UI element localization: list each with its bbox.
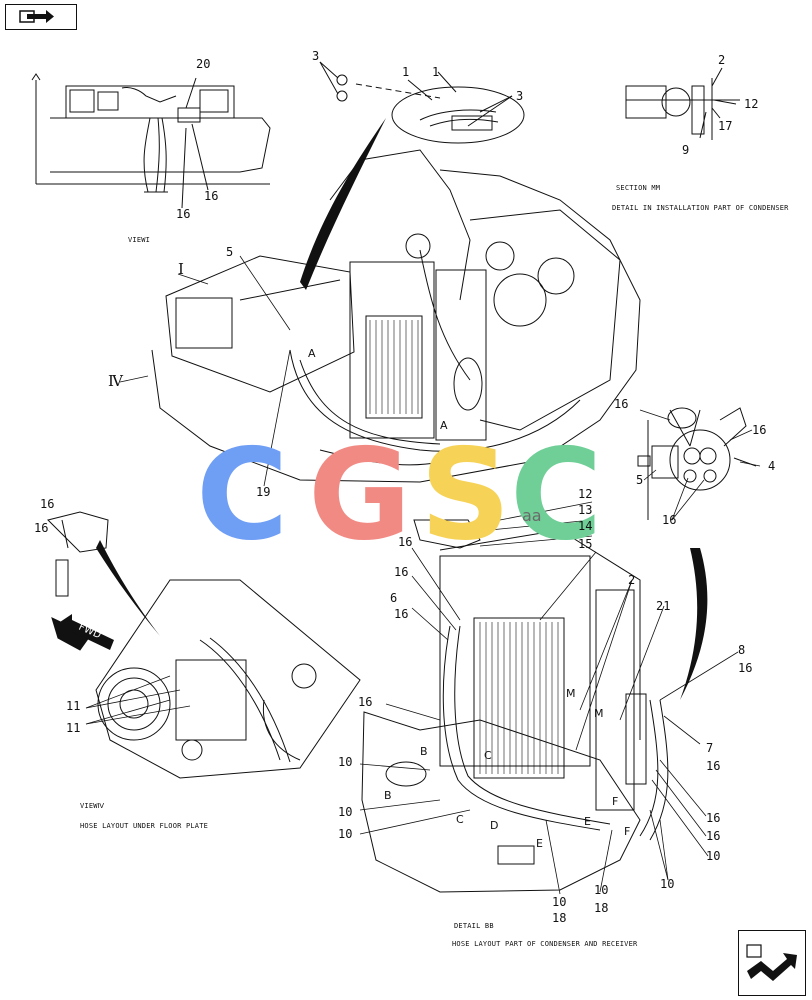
- connection-letter-c: C: [484, 749, 492, 762]
- callout-10: 10: [594, 883, 609, 897]
- section-mm-caption: SECTION MM: [616, 184, 661, 192]
- watermark-suffix: aa: [522, 506, 542, 525]
- callout-21: 21: [656, 599, 671, 613]
- watermark-letter-g: G: [308, 421, 412, 568]
- callout-12: 12: [744, 97, 759, 111]
- callout-16: 16: [752, 423, 767, 437]
- view-iv-marker: Ⅳ: [108, 372, 123, 390]
- callout-11: 11: [66, 721, 81, 735]
- callout-16: 16: [662, 513, 677, 527]
- connection-letter-a: A: [308, 347, 316, 360]
- connection-letter-b: B: [384, 789, 392, 802]
- sweep-mark: [300, 118, 386, 290]
- callout-16: 16: [176, 207, 191, 221]
- callout-10: 10: [706, 849, 721, 863]
- callout-10: 10: [660, 877, 675, 891]
- book-arrow-icon: [19, 10, 54, 23]
- callout-11: 11: [66, 699, 81, 713]
- watermark-letter-c: C: [196, 421, 289, 568]
- callout-9: 9: [682, 143, 690, 157]
- callout-6: 6: [390, 591, 398, 605]
- callout-5: 5: [636, 473, 644, 487]
- callout-3: 3: [312, 49, 320, 63]
- callout-4: 4: [768, 459, 776, 473]
- callout-16: 16: [706, 811, 721, 825]
- connection-letter-f: F: [624, 825, 631, 838]
- callout-10: 10: [338, 755, 353, 769]
- callout-10: 10: [552, 895, 567, 909]
- callout-2: 2: [628, 573, 636, 587]
- callout-15: 15: [578, 537, 593, 551]
- callout-8: 8: [738, 643, 746, 657]
- top-nav-button[interactable]: [5, 4, 77, 30]
- callout-18: 18: [594, 901, 609, 915]
- valve-detail-illustration: [637, 407, 757, 520]
- detail-bb-desc: HOSE LAYOUT PART OF CONDENSER AND RECEIV…: [452, 940, 638, 948]
- callout-16: 16: [398, 535, 413, 549]
- view-i-marker: I: [178, 260, 184, 278]
- callout-16: 16: [394, 565, 409, 579]
- callout-14: 14: [578, 519, 593, 533]
- callout-16: 16: [614, 397, 629, 411]
- detail-bb-caption: DETAIL BB: [454, 922, 494, 930]
- connection-letter-f: F: [612, 795, 619, 808]
- view-iv-caption: VIEWⅣ: [80, 802, 105, 810]
- connection-letter-e: E: [584, 815, 591, 828]
- detail-bb-illustration: [361, 519, 669, 893]
- connection-letter-e: E: [536, 837, 543, 850]
- main-assembly-illustration: [151, 149, 641, 483]
- callout-13: 13: [578, 503, 593, 517]
- connection-letter-m: M: [594, 707, 604, 720]
- callout-16: 16: [40, 497, 55, 511]
- callout-10: 10: [338, 805, 353, 819]
- pipe-clamp-detail: [319, 61, 525, 144]
- callout-10: 10: [338, 827, 353, 841]
- connection-letter-d: D: [490, 819, 499, 832]
- view-i-caption: VIEWI: [128, 236, 151, 244]
- connection-letter-b: B: [420, 745, 428, 758]
- callout-18: 18: [552, 911, 567, 925]
- callout-2: 2: [718, 53, 726, 67]
- next-page-arrow-icon: [746, 944, 797, 981]
- section-mm-desc: DETAIL IN INSTALLATION PART OF CONDENSER: [612, 204, 789, 212]
- connection-letter-c: C: [456, 813, 464, 826]
- leader-lines: [85, 255, 761, 895]
- watermark-letter-c2: C: [510, 421, 603, 568]
- callout-16: 16: [358, 695, 373, 709]
- callout-1: 1: [432, 65, 440, 79]
- callout-12: 12: [578, 487, 593, 501]
- callout-16: 16: [394, 607, 409, 621]
- callout-20: 20: [196, 57, 211, 71]
- callout-16: 16: [706, 829, 721, 843]
- next-page-button[interactable]: [738, 930, 806, 996]
- connection-letter-m: M: [566, 687, 576, 700]
- view-iv-desc: HOSE LAYOUT UNDER FLOOR PLATE: [80, 822, 209, 830]
- callout-16: 16: [738, 661, 753, 675]
- view-i-illustration: [31, 73, 271, 209]
- watermark-letter-s: S: [420, 421, 511, 568]
- connection-letter-a: A: [440, 419, 448, 432]
- callout-16: 16: [34, 521, 49, 535]
- callout-17: 17: [718, 119, 733, 133]
- callout-19: 19: [256, 485, 271, 499]
- callout-16: 16: [706, 759, 721, 773]
- section-mm-illustration: [625, 67, 740, 140]
- callout-5: 5: [226, 245, 234, 259]
- callout-1: 1: [402, 65, 410, 79]
- callout-7: 7: [706, 741, 714, 755]
- callout-3: 3: [516, 89, 524, 103]
- callout-16: 16: [204, 189, 219, 203]
